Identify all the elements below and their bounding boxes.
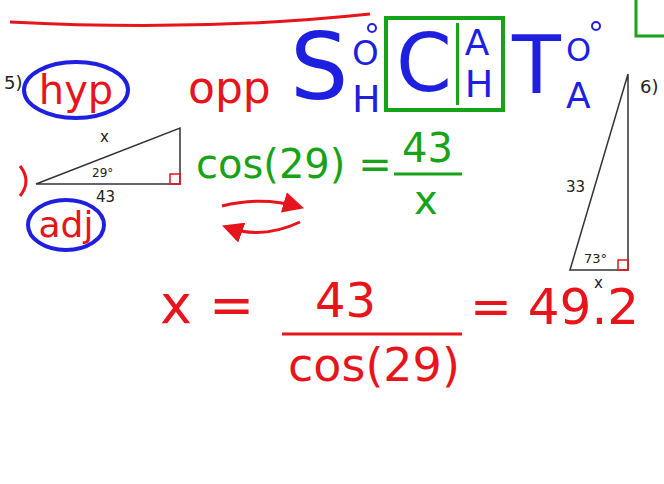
angle-mark [20, 166, 26, 196]
equation-result: = 49.2 [470, 282, 639, 332]
angle-label: 29° [92, 167, 113, 179]
circled-word: adj [26, 198, 106, 252]
mnemonic-letter: A [566, 78, 591, 114]
mnemonic-letter: T [512, 26, 561, 106]
mnemonic-letter: S [290, 22, 348, 114]
side-label: x [100, 130, 109, 145]
mnemonic-letter: O [352, 36, 379, 70]
numerator: 43 [402, 128, 453, 168]
node-text: C [396, 24, 452, 104]
ellipse-outline [24, 62, 128, 118]
fraction-bar [282, 333, 462, 336]
node-text: H [465, 65, 494, 103]
side-note: opp [188, 66, 271, 110]
highlight-box: CAH [384, 16, 505, 112]
solve-arrow [222, 201, 300, 207]
side-label: 33 [566, 180, 585, 195]
node-text: A [465, 25, 494, 61]
ellipse-outline [28, 200, 104, 250]
solve-arrow [226, 222, 300, 232]
node-text: adj [39, 207, 94, 243]
right-angle-mark [618, 260, 628, 270]
fraction-bar [394, 173, 462, 176]
angle-label: 73° [584, 252, 607, 265]
right-angle-mark [170, 174, 180, 184]
node-text: hyp [39, 70, 113, 110]
small-mark [368, 24, 376, 32]
denominator: cos(29) [288, 342, 460, 388]
side-label: 43 [96, 190, 115, 205]
equation-text: cos(29) = [196, 144, 392, 184]
numerator: 43 [315, 276, 376, 324]
denominator: x [414, 180, 438, 220]
right-triangle [36, 128, 180, 184]
equation-text: x = [160, 278, 254, 332]
mnemonic-letter: O [566, 34, 591, 66]
mnemonic-letter: H [352, 80, 381, 118]
problem-number: 5) [4, 74, 22, 92]
small-mark [592, 22, 600, 30]
problem-number: 6) [640, 78, 658, 96]
top-bracket [636, 0, 664, 36]
circled-word: hyp [22, 60, 130, 120]
